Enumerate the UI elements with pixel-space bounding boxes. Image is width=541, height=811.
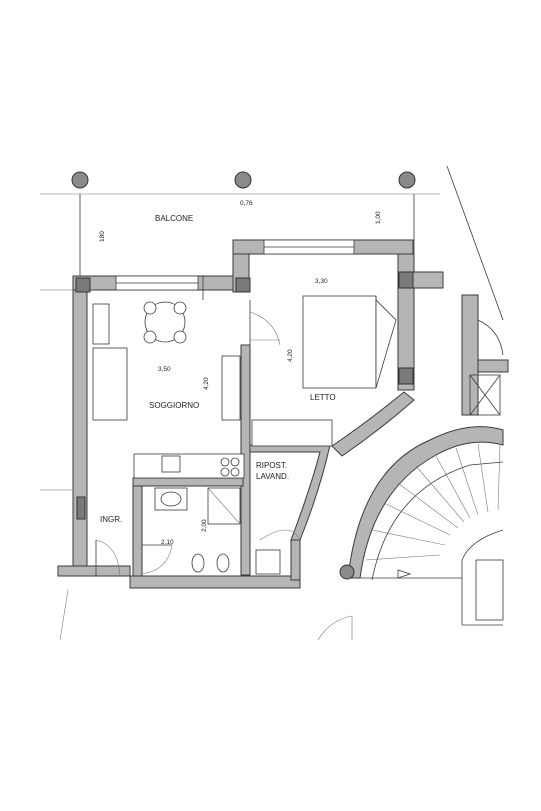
room-label-ripostiglio: RIPOST. bbox=[256, 461, 287, 470]
doors bbox=[95, 276, 301, 577]
dim-letto-width: 3,30 bbox=[315, 278, 328, 285]
dim-balcone-width: 0,76 bbox=[240, 200, 253, 207]
adjacent-structure bbox=[412, 271, 509, 416]
room-label-lavanderia: LAVAND. bbox=[256, 472, 289, 481]
balcony-column bbox=[398, 171, 416, 189]
room-label-ingresso: INGR. bbox=[100, 515, 122, 524]
dim-soggiorno-depth: 4,20 bbox=[203, 377, 210, 390]
dim-letto-depth: 4,20 bbox=[287, 349, 294, 362]
dim-bagno-width: 2,10 bbox=[161, 539, 174, 546]
outer-guide-line bbox=[59, 589, 69, 641]
dim-balcone-depth-right: 1,00 bbox=[375, 211, 382, 224]
room-label-letto: LETTO bbox=[310, 393, 336, 402]
balcony-column bbox=[71, 171, 89, 189]
building-edge-line bbox=[446, 165, 504, 321]
dim-bagno-depth: 2,00 bbox=[201, 519, 208, 532]
balcony-column bbox=[234, 171, 252, 189]
furniture bbox=[92, 295, 397, 575]
room-label-soggiorno: SOGGIORNO bbox=[149, 401, 199, 410]
pillar bbox=[75, 277, 91, 293]
room-label-balcone: BALCONE bbox=[155, 214, 193, 223]
pillar bbox=[398, 367, 414, 385]
dim-balcone-depth-left: 180 bbox=[99, 231, 106, 242]
pillar bbox=[398, 271, 414, 289]
dim-soggiorno-width: 3,50 bbox=[158, 366, 171, 373]
balcony bbox=[40, 193, 440, 276]
spiral-staircase bbox=[317, 426, 504, 641]
pillar bbox=[235, 277, 251, 293]
pillar bbox=[76, 496, 86, 520]
